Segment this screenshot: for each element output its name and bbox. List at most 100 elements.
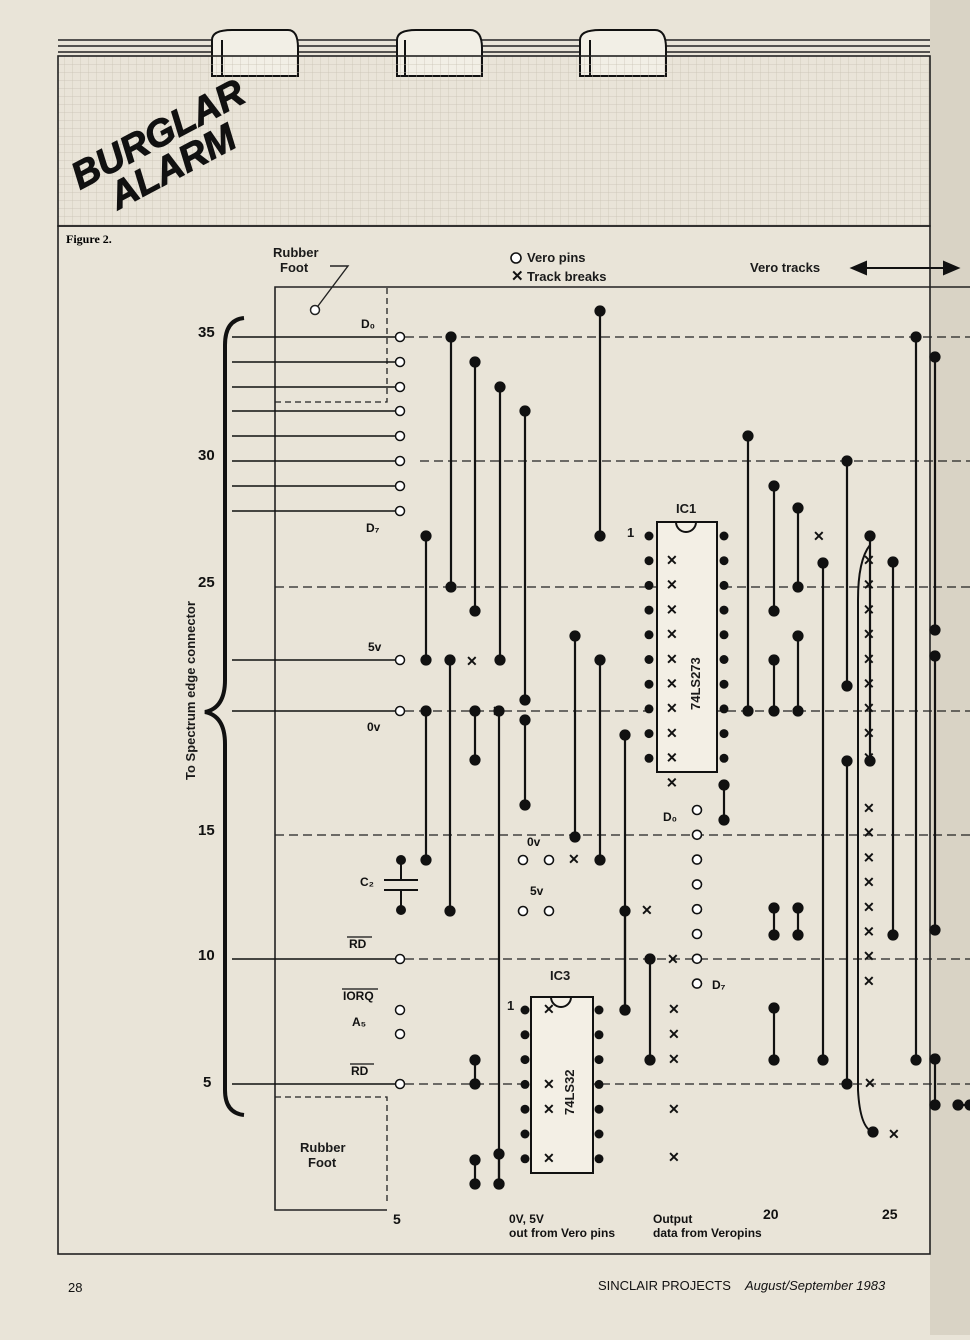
svg-text:out from Vero pins: out from Vero pins [509,1226,615,1240]
svg-text:data from Veropins: data from Veropins [653,1226,762,1240]
ic-pin [595,1105,604,1114]
svg-text:25: 25 [198,574,215,591]
solder-dot [770,904,779,913]
solder-dot [446,656,455,665]
track-break-mark: ✕ [666,552,678,568]
solder-dot [446,907,455,916]
solder-dot [954,1101,963,1110]
ic-pin [720,532,729,541]
track-break-mark: ✕ [863,750,875,766]
svg-text:Rubber: Rubber [300,1140,346,1155]
vero-pin [519,856,528,865]
ic-pin [720,704,729,713]
vero-pin [519,907,528,916]
solder-dot [966,1101,970,1110]
solder-dot [843,757,852,766]
solder-dot [770,1004,779,1013]
ic-pin [645,581,654,590]
solder-dot [843,1080,852,1089]
ic-pin [521,1105,530,1114]
solder-dot [866,532,875,541]
solder-dot [912,1056,921,1065]
svg-text:RD: RD [349,937,367,951]
solder-dot [720,816,729,825]
svg-text:IC3: IC3 [550,968,570,983]
ic-pin [720,581,729,590]
solder-dot [571,833,580,842]
svg-text:Foot: Foot [308,1155,337,1170]
solder-dot [646,955,655,964]
track-break-mark: ✕ [668,1051,680,1067]
ic-pin [645,729,654,738]
solder-dot [495,1180,504,1189]
track-break-mark: ✕ [666,626,678,642]
solder-dot [770,607,779,616]
track-break-mark: ✕ [863,577,875,593]
svg-text:15: 15 [198,822,215,839]
ic-pin [645,556,654,565]
track-break-mark: ✕ [863,825,875,841]
track-break-mark: ✕ [666,651,678,667]
ic-pin [720,630,729,639]
solder-dot [596,656,605,665]
svg-text:IORQ: IORQ [343,989,374,1003]
solder-dot [794,931,803,940]
svg-text:C₂: C₂ [360,875,374,889]
track-break-mark: ✕ [863,948,875,964]
track-break-mark: ✕ [543,1001,555,1017]
solder-dot [770,931,779,940]
svg-text:30: 30 [198,447,215,464]
solder-dot [471,1080,480,1089]
solder-dot [422,656,431,665]
solder-dot [471,1180,480,1189]
ic-pin [595,1080,604,1089]
solder-dot [422,856,431,865]
track-break-mark: ✕ [668,1149,680,1165]
ic-pin [521,1055,530,1064]
solder-dot [496,383,505,392]
svg-text:5: 5 [203,1074,211,1091]
track-break-mark: ✕ [666,700,678,716]
vero-pin [693,806,702,815]
vero-pin [545,907,554,916]
svg-text:74LS32: 74LS32 [562,1069,577,1115]
ic-pin [645,630,654,639]
track-break-mark: ✕ [863,700,875,716]
solder-dot [471,756,480,765]
legend-track-breaks: Track breaks [527,269,607,284]
svg-text:D₇: D₇ [366,521,380,535]
solder-dot [794,632,803,641]
svg-text:20: 20 [763,1206,779,1222]
ic-pin [645,680,654,689]
solder-dot [447,583,456,592]
vero-pin [545,856,554,865]
track-break-mark: ✕ [863,626,875,642]
track-break-mark: ✕ [666,577,678,593]
svg-text:Output: Output [653,1212,692,1226]
legend-vero-tracks: Vero tracks [750,260,820,275]
solder-dot [931,1055,940,1064]
track-break-mark: ✕ [543,1150,555,1166]
ic-pin [521,1030,530,1039]
solder-dot [770,656,779,665]
track-break-mark: ✕ [863,651,875,667]
solder-dot [621,731,630,740]
solder-dot [794,504,803,513]
svg-text:✕: ✕ [511,268,524,285]
ic-pin [645,606,654,615]
solder-dot [571,632,580,641]
solder-dot [471,1156,480,1165]
ic-pin [720,655,729,664]
svg-text:D₀: D₀ [361,317,375,331]
vero-pin [693,930,702,939]
svg-text:Foot: Foot [280,260,309,275]
ic-pin [595,1006,604,1015]
track-break-mark: ✕ [863,973,875,989]
solder-dot [646,1056,655,1065]
svg-text:0v: 0v [367,720,381,734]
svg-text:A₅: A₅ [352,1015,366,1029]
solder-dot [770,482,779,491]
svg-text:IC1: IC1 [676,501,696,516]
ic-pin [720,754,729,763]
